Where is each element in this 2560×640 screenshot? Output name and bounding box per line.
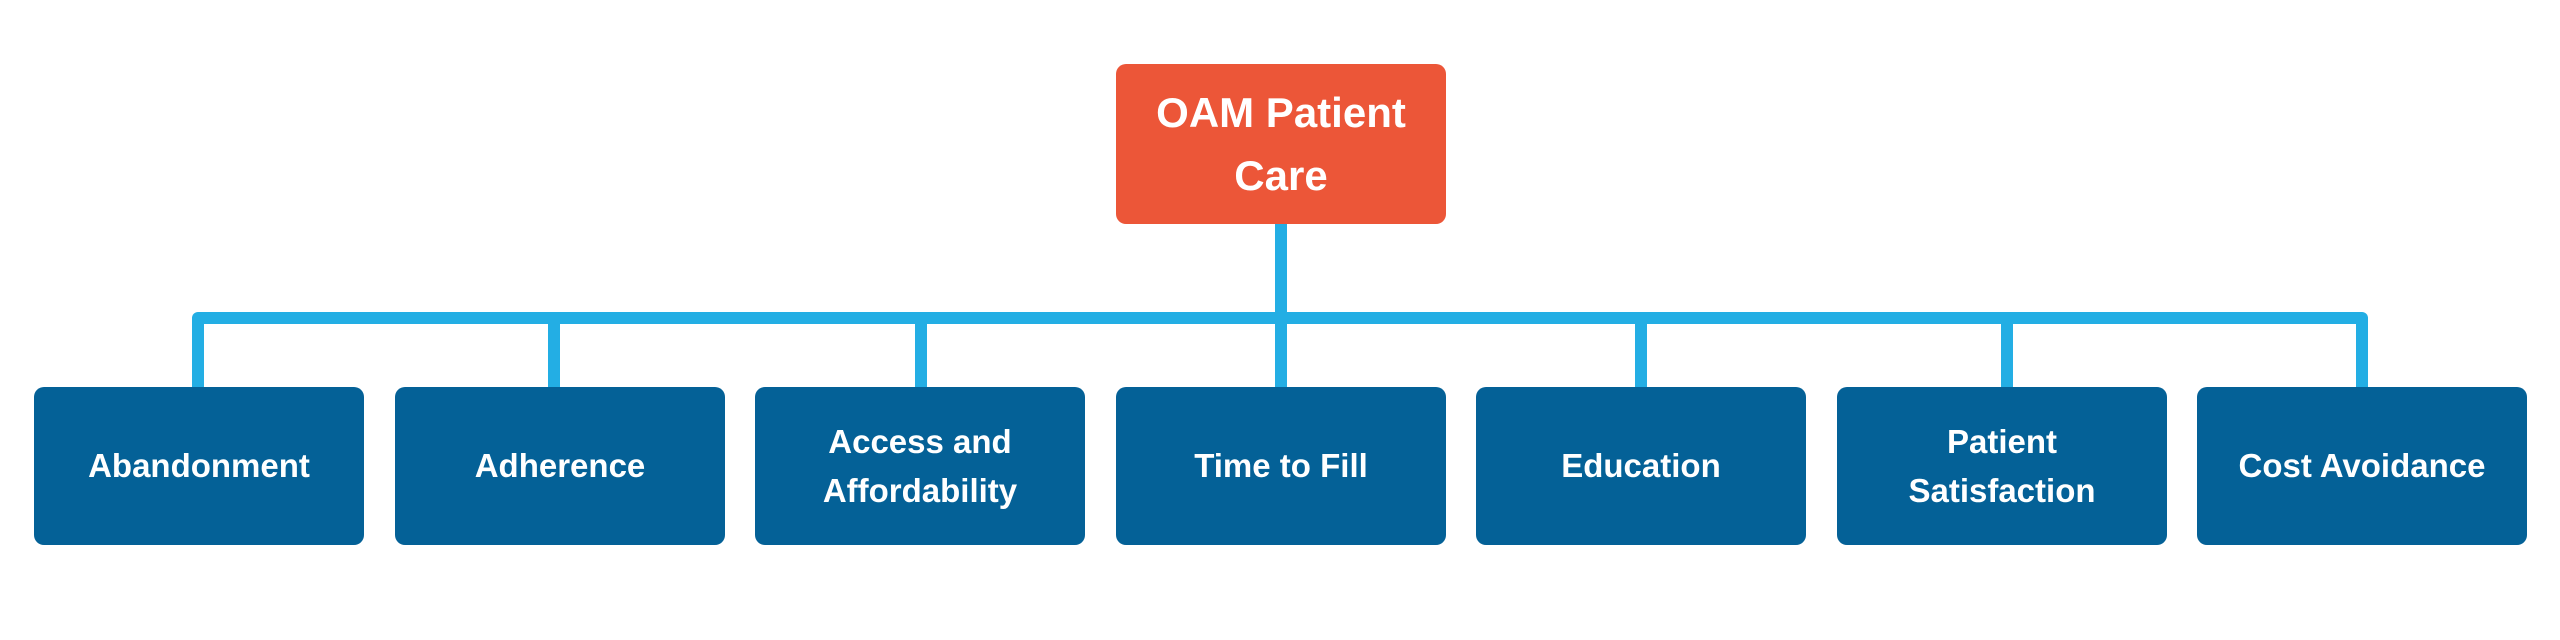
- child-node-label: Access and Affordability: [822, 422, 1018, 510]
- child-node-access-and-affordability: Access and Affordability: [755, 387, 1085, 545]
- child-node-label: Abandonment: [88, 447, 310, 485]
- child-node-label: Patient Satisfaction: [1908, 422, 2096, 510]
- child-node-patient-satisfaction: Patient Satisfaction: [1837, 387, 2167, 545]
- root-node-oam-patient-care: OAM Patient Care: [1116, 64, 1446, 224]
- child-node-label: Cost Avoidance: [2238, 447, 2486, 485]
- child-node-label: Education: [1561, 447, 1721, 485]
- child-node-abandonment: Abandonment: [34, 387, 364, 545]
- child-node-cost-avoidance: Cost Avoidance: [2197, 387, 2527, 545]
- root-node-label: OAM Patient Care: [1156, 89, 1406, 199]
- child-node-time-to-fill: Time to Fill: [1116, 387, 1446, 545]
- child-node-label: Adherence: [474, 447, 646, 485]
- child-node-education: Education: [1476, 387, 1806, 545]
- child-node-label: Time to Fill: [1194, 447, 1368, 485]
- child-node-adherence: Adherence: [395, 387, 725, 545]
